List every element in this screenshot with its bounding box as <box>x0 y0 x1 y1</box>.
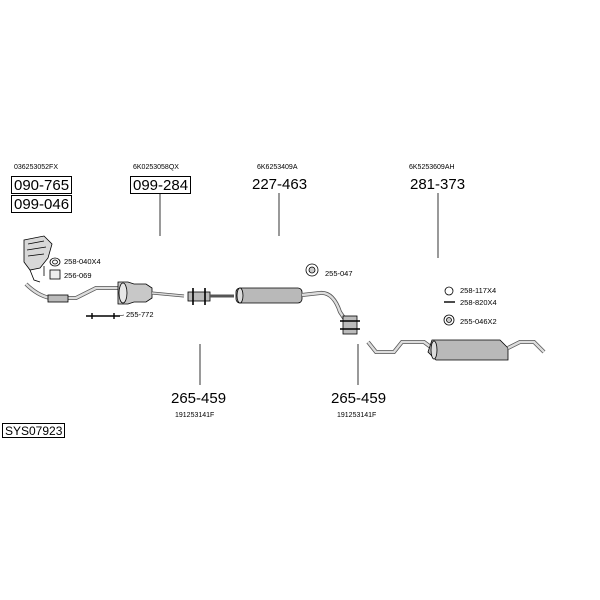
part-number-link[interactable]: 099-046 <box>11 195 73 213</box>
oem-number: 6K6253409A <box>257 164 298 171</box>
oem-number: 191253141F <box>337 412 377 419</box>
part-number-link[interactable]: 227-463 <box>252 176 308 193</box>
part-number-link[interactable]: 099-284 <box>130 176 192 194</box>
hanger-255-047 <box>305 263 319 277</box>
part-number-link[interactable]: 265-459 <box>331 390 387 407</box>
part-number-link[interactable]: 281-373 <box>410 176 466 193</box>
fitting-label[interactable]: 255-046X2 <box>460 317 497 326</box>
gasket-258-117 <box>444 286 454 296</box>
gasket-256-069 <box>49 269 61 280</box>
part-number-link[interactable]: 090-765 <box>11 176 73 194</box>
rear-silencer <box>366 339 546 361</box>
front-pipe-catalytic <box>24 281 185 305</box>
part-number-link[interactable]: 265-459 <box>171 390 227 407</box>
gasket-258-040 <box>49 257 61 267</box>
oem-number: 6K5253609AH <box>409 164 455 171</box>
fitting-label[interactable]: 256-069 <box>64 271 92 280</box>
fitting-label[interactable]: 258-820X4 <box>460 298 497 307</box>
fitting-label[interactable]: 255-772 <box>126 310 154 319</box>
oem-number: 191253141F <box>175 412 215 419</box>
oem-number: 6K0253058QX <box>133 164 179 171</box>
diagram-reference: SYS07923 <box>2 423 66 438</box>
fitting-label[interactable]: 258-117X4 <box>460 286 497 295</box>
oem-number: 036253052FX <box>14 164 58 171</box>
fitting-label[interactable]: 255-047 <box>325 269 353 278</box>
clamp-265-459-b <box>340 315 360 335</box>
exhaust-manifold <box>23 235 53 283</box>
fitting-label[interactable]: 258-040X4 <box>64 257 101 266</box>
clamp-265-459-a <box>187 288 222 305</box>
middle-silencer <box>222 287 346 320</box>
bracket-255-772 <box>86 313 120 319</box>
hanger-255-046 <box>443 314 455 326</box>
